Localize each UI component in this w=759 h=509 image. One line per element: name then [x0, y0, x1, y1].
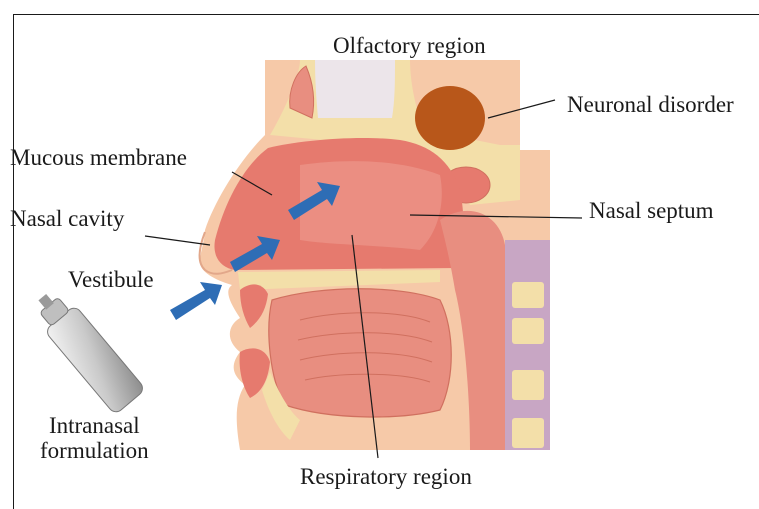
label-olfactory-region: Olfactory region	[333, 33, 486, 58]
label-nasal-septum: Nasal septum	[589, 198, 714, 223]
label-respiratory-region: Respiratory region	[300, 464, 472, 489]
nasal-cavity-leader-line	[145, 236, 210, 245]
label-intranasal-line2: formulation	[40, 438, 149, 463]
label-mucous-membrane: Mucous membrane	[10, 145, 187, 170]
nasal-septum-highlight	[300, 161, 442, 250]
vertebra-1	[512, 282, 544, 308]
label-vestibule: Vestibule	[68, 267, 154, 292]
label-neuronal-disorder: Neuronal disorder	[567, 92, 759, 117]
brain-area	[315, 60, 395, 118]
spray-can-icon	[27, 284, 146, 415]
neuronal-lesion	[415, 86, 485, 150]
vertebra-3	[512, 370, 544, 400]
label-intranasal-formulation: Intranasal formulation	[40, 413, 149, 464]
label-intranasal-line1: Intranasal	[40, 413, 149, 438]
vertebra-2	[512, 318, 544, 344]
vertebra-4	[512, 418, 544, 448]
label-nasal-cavity: Nasal cavity	[10, 206, 124, 231]
